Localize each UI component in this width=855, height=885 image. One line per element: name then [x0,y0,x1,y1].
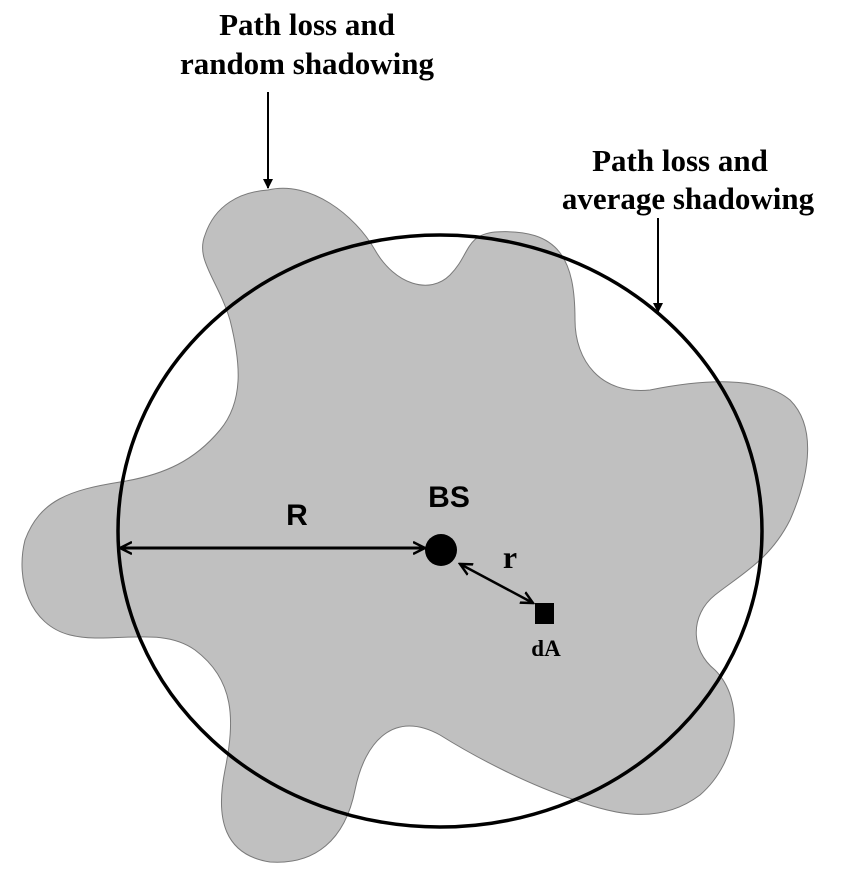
distance-arrow [460,564,533,603]
average-shadowing-label-line2: average shadowing [562,181,815,216]
random-shadowing-label-line1: Path loss and [219,7,395,42]
radius-label: R [286,499,308,532]
random-shadowing-label-line2: random shadowing [180,46,435,81]
base-station-label: BS [428,481,470,514]
distance-label: r [503,539,517,575]
average-shadowing-label-line1: Path loss and [592,143,768,178]
base-station-marker [425,534,457,566]
area-element-label: dA [531,636,561,661]
area-element-marker [535,603,554,624]
random-shadowing-region [21,187,809,863]
average-shadowing-circle [116,233,764,829]
